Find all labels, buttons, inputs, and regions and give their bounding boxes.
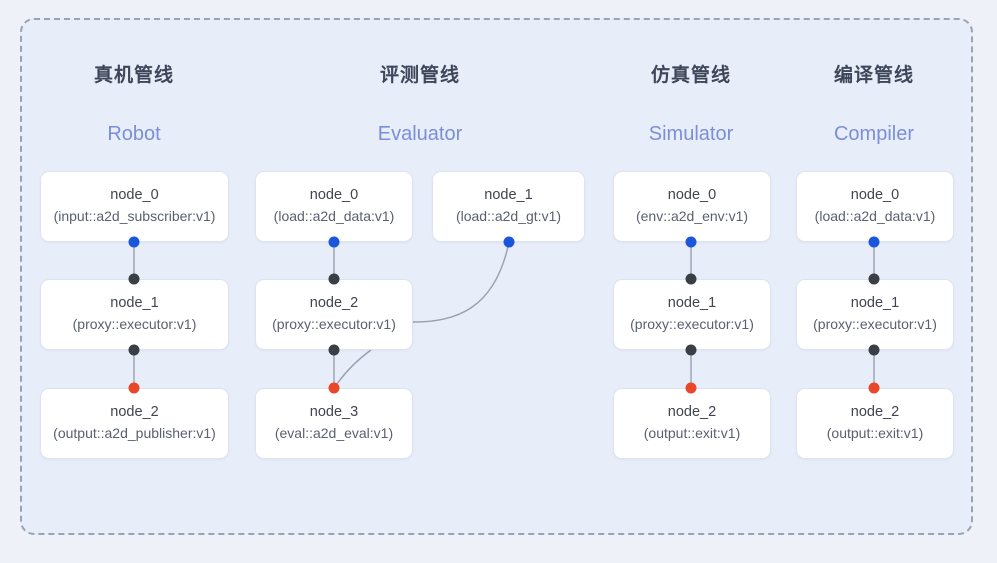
node-type-label: (output::exit:v1) [643,425,741,442]
port-in-eval-node-2-1[interactable] [328,344,340,356]
port-out-sim-node-0-0[interactable] [685,236,697,248]
column-title-en-evaluator: Evaluator [377,123,463,145]
column-title-cn-simulator: 仿真管线 [650,65,731,86]
node-card-eval-node-3[interactable]: node_3(eval::a2d_eval:v1) [255,388,413,459]
node-type-label: (load::a2d_data:v1) [273,208,395,225]
node-name-label: node_1 [667,295,717,312]
port-out-eval-node-1-0[interactable] [503,236,515,248]
node-name-label: node_1 [110,295,159,312]
column-title-en-simulator: Simulator [648,123,734,145]
node-name-label: node_0 [667,187,717,204]
node-name-label: node_2 [309,295,359,312]
node-name-label: node_2 [850,404,900,421]
node-card-comp-node-2[interactable]: node_2(output::exit:v1) [796,388,954,459]
port-in-sim-node-1-1[interactable] [685,344,697,356]
node-name-label: node_0 [850,187,900,204]
node-card-sim-node-0[interactable]: node_0(env::a2d_env:v1) [613,171,771,242]
node-type-label: (eval::a2d_eval:v1) [274,425,394,442]
node-card-sim-node-2[interactable]: node_2(output::exit:v1) [613,388,771,459]
port-in-robot-node-1-0[interactable] [128,273,140,285]
node-card-eval-node-0[interactable]: node_0(load::a2d_data:v1) [255,171,413,242]
node-card-sim-node-1[interactable]: node_1(proxy::executor:v1) [613,279,771,350]
node-card-comp-node-1[interactable]: node_1(proxy::executor:v1) [796,279,954,350]
node-name-label: node_0 [110,187,159,204]
port-term-comp-node-2-0[interactable] [868,382,880,394]
port-term-robot-node-2-0[interactable] [128,382,140,394]
node-card-comp-node-0[interactable]: node_0(load::a2d_data:v1) [796,171,954,242]
port-in-comp-node-1-0[interactable] [868,273,880,285]
node-type-label: (output::exit:v1) [826,425,924,442]
column-title-cn-evaluator: 评测管线 [379,65,460,86]
column-title-en-compiler: Compiler [833,123,915,145]
port-out-eval-node-0-0[interactable] [328,236,340,248]
node-card-robot-node-1[interactable]: node_1(proxy::executor:v1) [40,279,229,350]
node-card-robot-node-2[interactable]: node_2(output::a2d_publisher:v1) [40,388,229,459]
node-type-label: (proxy::executor:v1) [72,316,197,333]
node-type-label: (load::a2d_data:v1) [814,208,936,225]
node-card-eval-node-2[interactable]: node_2(proxy::executor:v1) [255,279,413,350]
node-type-label: (env::a2d_env:v1) [635,208,749,225]
node-type-label: (output::a2d_publisher:v1) [53,425,216,442]
node-name-label: node_1 [850,295,900,312]
port-term-eval-node-3-0[interactable] [328,382,340,394]
node-name-label: node_1 [484,187,533,204]
node-type-label: (proxy::executor:v1) [272,316,396,333]
node-card-robot-node-0[interactable]: node_0(input::a2d_subscriber:v1) [40,171,229,242]
node-type-label: (input::a2d_subscriber:v1) [53,208,216,225]
column-title-cn-robot: 真机管线 [93,65,174,86]
port-in-sim-node-1-0[interactable] [685,273,697,285]
node-name-label: node_2 [667,404,717,421]
node-card-eval-node-1[interactable]: node_1(load::a2d_gt:v1) [432,171,585,242]
node-type-label: (proxy::executor:v1) [813,316,937,333]
port-in-robot-node-1-1[interactable] [128,344,140,356]
node-name-label: node_3 [309,404,359,421]
port-term-sim-node-2-0[interactable] [685,382,697,394]
node-type-label: (proxy::executor:v1) [630,316,754,333]
node-type-label: (load::a2d_gt:v1) [455,208,562,225]
column-title-en-robot: Robot [107,123,161,145]
port-out-comp-node-0-0[interactable] [868,236,880,248]
node-name-label: node_0 [309,187,359,204]
node-name-label: node_2 [110,404,159,421]
port-in-eval-node-2-0[interactable] [328,273,340,285]
port-out-robot-node-0-0[interactable] [128,236,140,248]
port-in-comp-node-1-1[interactable] [868,344,880,356]
column-title-cn-compiler: 编译管线 [833,65,914,86]
